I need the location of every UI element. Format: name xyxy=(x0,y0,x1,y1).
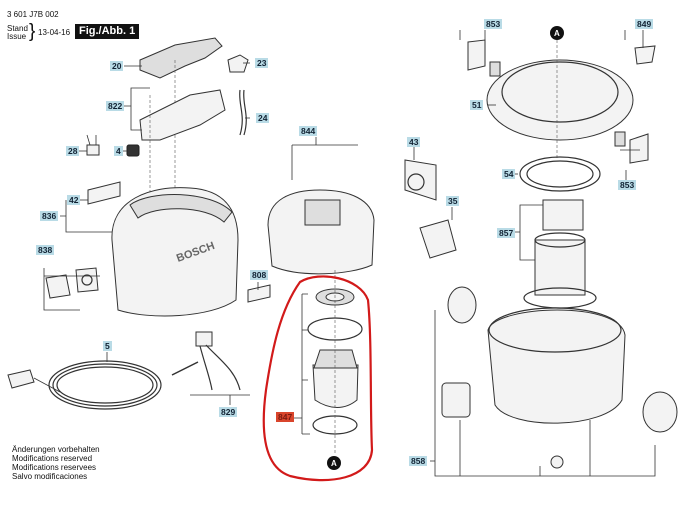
hose-part xyxy=(239,89,247,136)
label-35: 35 xyxy=(446,196,460,206)
stand-label: Stand xyxy=(7,24,28,33)
label-23: 23 xyxy=(255,58,269,68)
footer-notes: Änderungen vorbehalten Modifications res… xyxy=(12,445,100,481)
label-24: 24 xyxy=(256,113,270,123)
motor-housing-part: BOSCH xyxy=(111,187,239,317)
power-cable-part xyxy=(7,360,162,410)
brush-part xyxy=(86,134,100,156)
brace: } xyxy=(29,21,36,42)
lid-part xyxy=(486,40,634,160)
label-844: 844 xyxy=(299,126,318,136)
highlight-outline xyxy=(262,275,374,482)
fan-housing-part xyxy=(267,189,375,275)
bracket-part xyxy=(139,89,226,200)
figure-tag: Fig./Abb. 1 xyxy=(75,24,140,39)
marker-a-bottom xyxy=(327,456,341,470)
label-54: 54 xyxy=(502,169,516,179)
part-number: 3 601 J7B 002 xyxy=(7,10,59,19)
footer-line-de: Änderungen vorbehalten xyxy=(12,445,100,454)
issue-date: 13-04-16 xyxy=(38,28,71,37)
motor-assembly-part xyxy=(293,270,363,455)
flap-plate-part xyxy=(45,267,99,299)
label-822: 822 xyxy=(106,101,125,111)
switch-part xyxy=(126,144,140,157)
label-858: 858 xyxy=(409,456,428,466)
footer-line-es: Salvo modificaciones xyxy=(12,472,88,481)
marker-a-top-label: A xyxy=(554,29,560,38)
seal-ring-part xyxy=(519,156,601,192)
label-849: 849 xyxy=(635,19,654,29)
marker-a-top xyxy=(550,26,564,40)
label-5: 5 xyxy=(103,341,112,351)
label-43: 43 xyxy=(407,137,421,147)
switch-cap-part xyxy=(227,54,249,73)
catch-part xyxy=(634,45,656,65)
marker-a-bottom-label: A xyxy=(331,459,337,468)
label-4: 4 xyxy=(114,146,123,156)
footer-line-fr: Modifications reservees xyxy=(12,463,97,472)
issue-label: Issue xyxy=(7,32,27,41)
footer-line-en: Modifications reserved xyxy=(12,454,93,463)
latch-part xyxy=(467,39,649,164)
label-51: 51 xyxy=(470,100,484,110)
label-853-bottom: 853 xyxy=(618,180,637,190)
label-20: 20 xyxy=(110,61,124,71)
label-847: 847 xyxy=(276,412,295,422)
label-853-top: 853 xyxy=(484,19,503,29)
label-857: 857 xyxy=(497,228,516,238)
label-808: 808 xyxy=(250,270,269,280)
label-836: 836 xyxy=(40,211,59,221)
sticker-42-part xyxy=(87,181,121,205)
tank-part xyxy=(434,286,678,477)
label-838: 838 xyxy=(36,245,55,255)
clip-part xyxy=(419,219,457,259)
filter-basket-part xyxy=(523,199,597,309)
wiring-harness-part xyxy=(171,331,241,391)
label-28: 28 xyxy=(66,146,80,156)
label-42: 42 xyxy=(67,195,81,205)
label-829: 829 xyxy=(219,407,238,417)
inlet-nozzle-part xyxy=(404,159,437,201)
sticker-808-part xyxy=(247,284,271,303)
